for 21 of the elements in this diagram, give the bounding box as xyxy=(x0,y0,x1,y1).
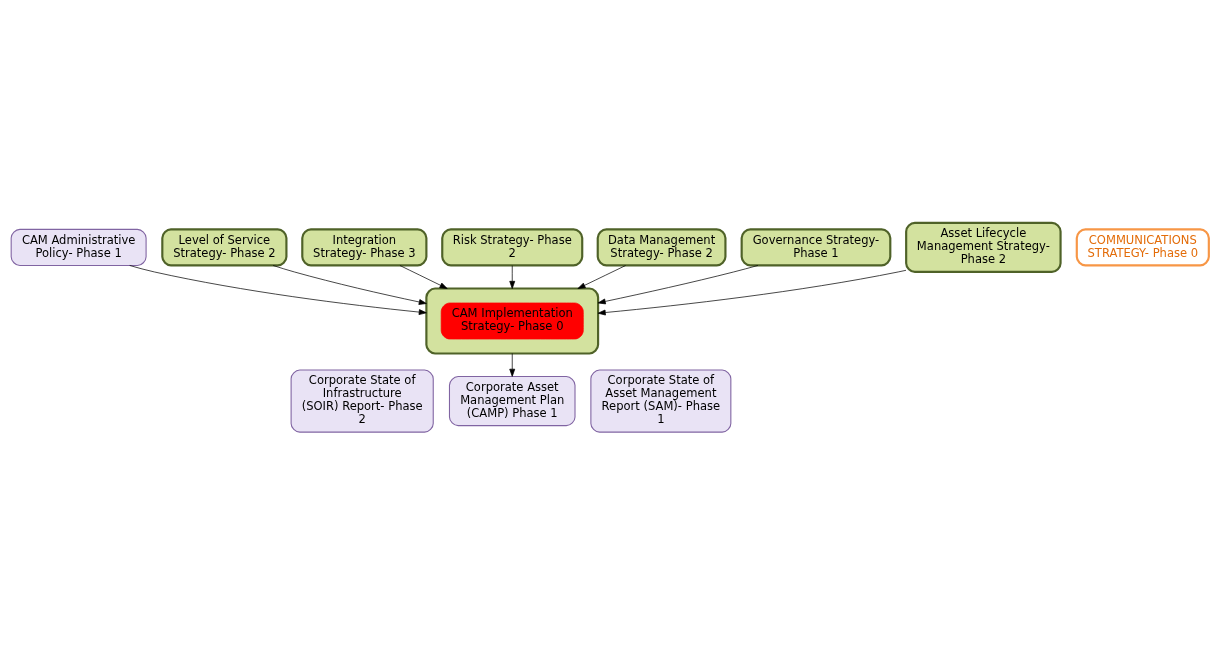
cluster xyxy=(425,287,600,355)
arrow xyxy=(129,265,427,315)
arrow xyxy=(509,265,516,289)
node-box: Risk Strategy- Phase 2 xyxy=(441,228,584,267)
node-box: CAM Administrative Policy- Phase 1 xyxy=(10,228,147,266)
node-box: Corporate State of Infrastructure (SOIR) Report- Phase 2 xyxy=(290,369,434,433)
arrow xyxy=(399,265,448,289)
arrow xyxy=(597,269,907,316)
node-box: Data Management Strategy- Phase 2 xyxy=(596,228,727,267)
arrow xyxy=(597,265,759,305)
arrow xyxy=(272,265,427,305)
node-box: Integration Strategy- Phase 3 xyxy=(301,228,428,267)
node-box: Level of Service Strategy- Phase 2 xyxy=(161,228,288,267)
node-box: COMMUNICATIONS STRATEGY- Phase 0 xyxy=(1075,228,1210,267)
arrow xyxy=(577,265,626,289)
node-box: Governance Strategy- Phase 1 xyxy=(740,228,892,267)
node-box: CAM Implementation Strategy- Phase 0 xyxy=(440,302,584,340)
node-box: Corporate Asset Management Plan (CAMP) Phase 1 xyxy=(448,376,576,427)
arrow xyxy=(509,353,516,377)
node-box: Corporate State of Asset Management Report (SAM)- Phase 1 xyxy=(590,369,732,433)
node-box: Asset Lifecycle Management Strategy- Phase 2 xyxy=(905,221,1062,274)
